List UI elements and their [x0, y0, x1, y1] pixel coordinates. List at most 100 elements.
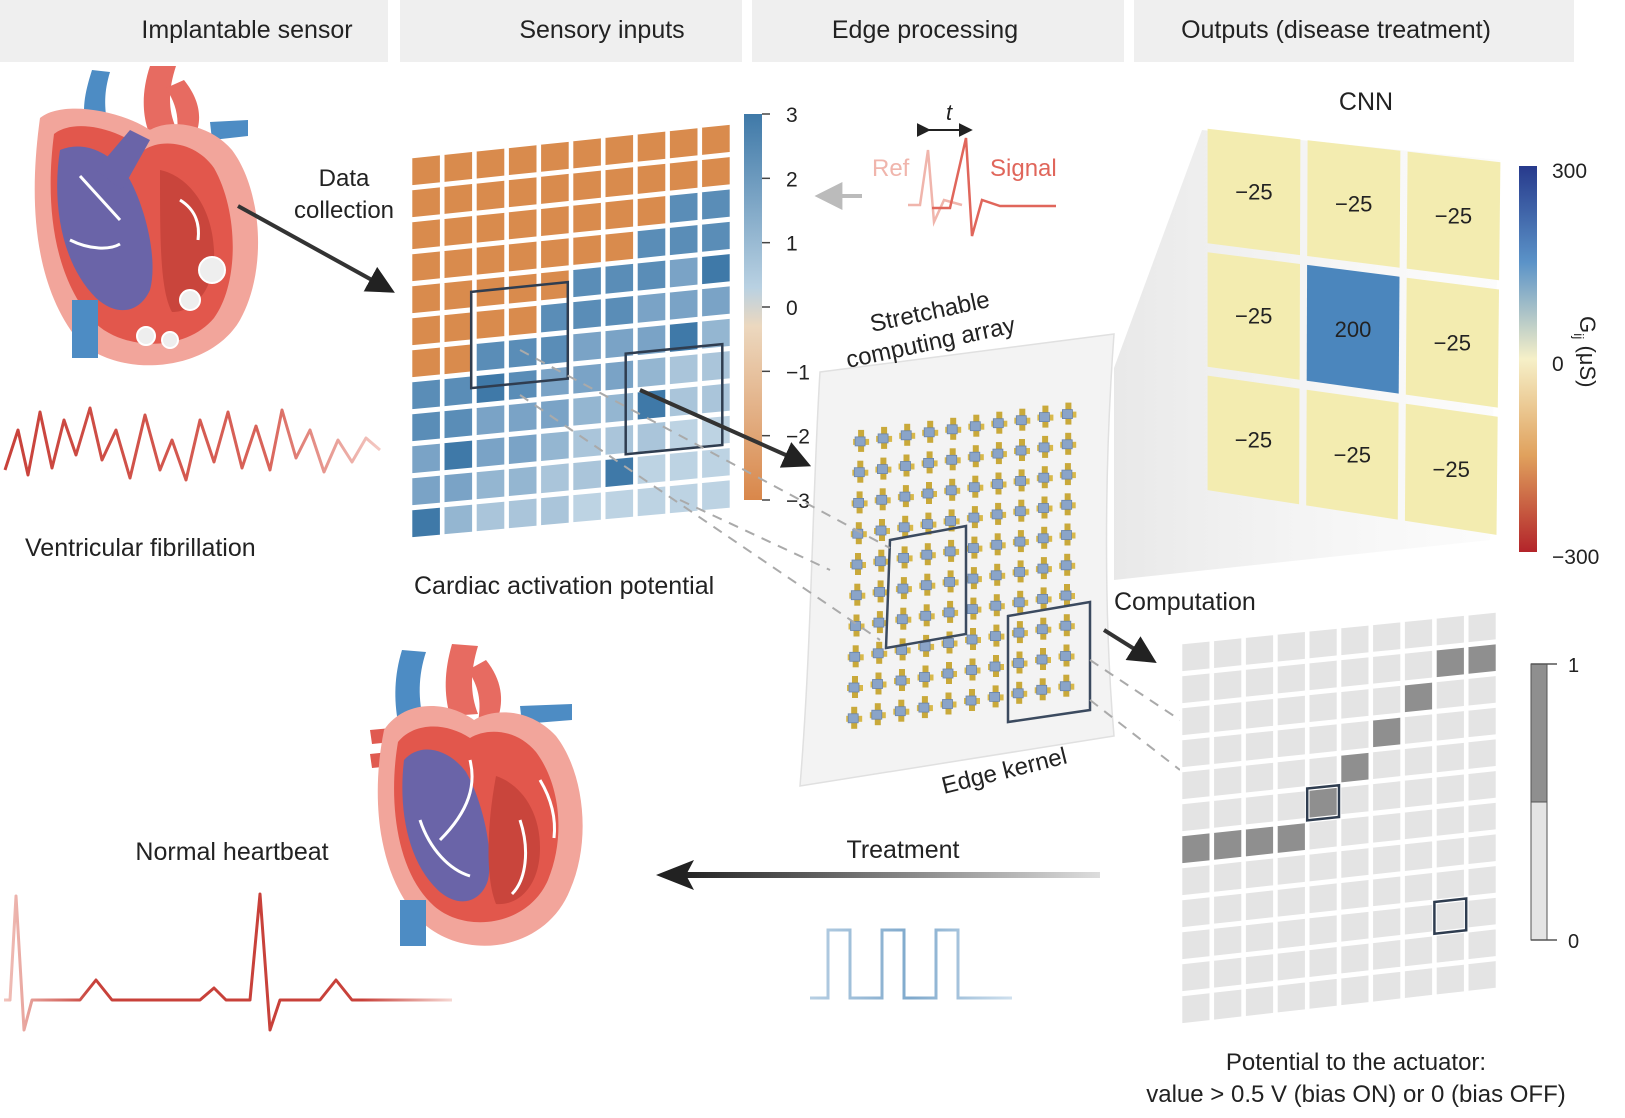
activation-cell — [506, 367, 539, 403]
activation-cell — [603, 358, 636, 393]
output-cell — [1212, 891, 1244, 926]
header-outputs: Outputs (disease treatment) — [1181, 16, 1491, 44]
compute-array-node — [946, 424, 958, 435]
output-cell — [1402, 965, 1435, 1001]
activation-cell — [667, 449, 700, 484]
activation-cell — [506, 399, 539, 435]
compute-array-node — [1060, 560, 1072, 571]
compute-array-node — [875, 525, 887, 536]
compute-array-node — [899, 491, 911, 502]
compute-array-node — [848, 682, 860, 693]
kernel-value: 200 — [1335, 317, 1372, 342]
cnn-label: CNN — [1339, 88, 1393, 116]
activation-cell — [539, 396, 571, 431]
ventricular-fibrillation-label: Ventricular fibrillation — [25, 534, 256, 562]
output-cell — [1180, 831, 1212, 866]
output-cell — [1243, 920, 1276, 955]
compute-array-node — [1014, 567, 1025, 577]
output-cell — [1371, 620, 1403, 655]
compute-array-node — [922, 519, 933, 529]
activation-cell — [603, 390, 636, 425]
activation-cell — [506, 142, 539, 178]
output-cell — [1371, 874, 1403, 909]
activation-cell — [700, 122, 732, 158]
output-cell — [1339, 973, 1371, 1008]
activation-cell — [539, 171, 571, 207]
kernel-cell — [1207, 252, 1300, 380]
compute-array-node — [921, 549, 933, 560]
output-cell — [1434, 772, 1466, 807]
activation-cell — [442, 149, 475, 185]
output-cell — [1180, 863, 1212, 898]
ref-waveform — [908, 149, 963, 227]
header-band-implantable-sensor — [0, 0, 388, 62]
output-cell — [1243, 888, 1276, 923]
compute-array-node — [850, 621, 861, 631]
output-cell — [1243, 760, 1276, 795]
compute-array-node — [919, 641, 931, 652]
activation-cell — [571, 426, 603, 461]
output-cell — [1339, 655, 1371, 690]
output-cell — [1434, 803, 1466, 839]
output-cell — [1275, 693, 1307, 728]
normal-heartbeat-trace — [4, 892, 452, 1032]
compute-array-node — [969, 421, 981, 432]
compute-array-node — [895, 675, 907, 686]
output-cell — [1402, 807, 1435, 842]
activation-cell — [571, 168, 603, 203]
compute-array-node — [897, 583, 909, 594]
output-cell — [1180, 671, 1212, 706]
compute-array-node — [966, 634, 978, 645]
compute-array-node — [1038, 442, 1050, 453]
output-cell — [1180, 767, 1212, 802]
output-cell — [1466, 863, 1498, 898]
activation-cell — [539, 268, 571, 303]
output-cell — [1339, 718, 1371, 753]
activation-cell — [410, 217, 442, 252]
output-cell — [1371, 842, 1403, 877]
compute-array-node — [920, 610, 932, 621]
activation-cell — [667, 319, 700, 355]
activation-cell — [539, 300, 571, 335]
compute-array-node — [989, 661, 1001, 672]
compute-array-node — [1061, 439, 1073, 450]
activation-cell — [700, 478, 732, 513]
output-cell — [1339, 877, 1371, 912]
activation-cell — [474, 467, 507, 502]
kernel-colorbar-tick: 0 — [1552, 353, 1564, 376]
compute-array-node — [969, 451, 981, 462]
activation-cell — [442, 374, 475, 409]
compute-array-node — [1038, 472, 1050, 483]
output-cell — [1402, 775, 1435, 810]
compute-array-node — [874, 587, 885, 597]
output-cell — [1339, 909, 1371, 944]
activation-cell — [667, 481, 700, 516]
data-collection-label-line1: Data — [319, 165, 370, 192]
output-cell — [1339, 941, 1371, 976]
activation-cell — [635, 451, 668, 487]
compute-array-node — [968, 543, 979, 553]
compute-array-node — [1036, 624, 1048, 635]
output-cell — [1180, 735, 1212, 770]
compute-array-node — [1014, 536, 1026, 547]
activation-cell — [442, 438, 475, 473]
output-cell — [1212, 699, 1244, 735]
compute-array-node — [989, 692, 1000, 702]
activation-cell — [635, 355, 668, 390]
activation-cell — [410, 185, 442, 220]
activation-cell — [667, 416, 700, 451]
compute-array-node — [874, 556, 886, 567]
compute-array-node — [968, 482, 980, 493]
output-cell — [1275, 820, 1307, 856]
activation-cell — [442, 310, 475, 345]
output-highlight-box-2 — [1433, 897, 1468, 936]
output-cell — [1466, 737, 1498, 772]
activation-cell — [603, 197, 636, 232]
activation-cell — [635, 226, 668, 261]
header-band-outputs — [1134, 0, 1574, 62]
activation-cell — [410, 249, 442, 284]
output-cell — [1466, 927, 1498, 962]
compute-array-node — [990, 631, 1001, 641]
compute-array-node — [1061, 499, 1073, 510]
compute-array-node — [943, 607, 955, 618]
